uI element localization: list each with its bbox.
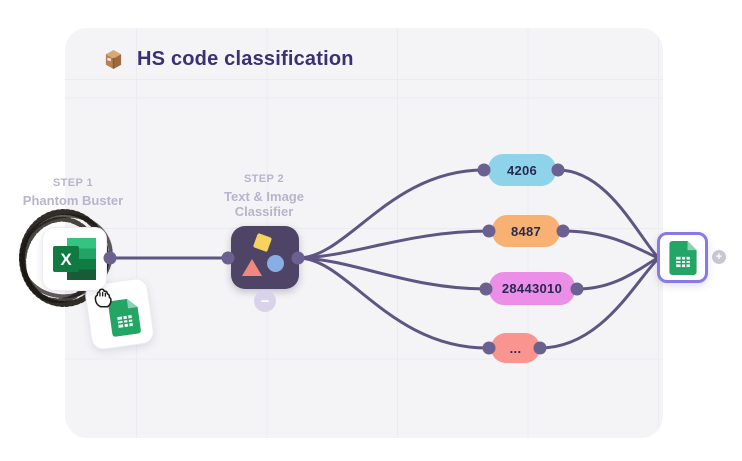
output-pill[interactable]: 8487 <box>492 215 560 247</box>
step1-name: Phantom Buster <box>22 193 124 208</box>
excel-letter: X <box>60 250 72 269</box>
collapse-button[interactable]: − <box>254 290 276 312</box>
add-node-button[interactable]: + <box>712 250 726 264</box>
sheets-icon <box>107 298 141 337</box>
output-pill[interactable]: ... <box>491 333 540 363</box>
step1-label: STEP 1 Phantom Buster <box>3 177 143 208</box>
node-sheets-dragging[interactable] <box>83 276 156 352</box>
square-shape-icon <box>252 232 273 253</box>
package-icon <box>105 49 122 70</box>
node-excel-source[interactable]: X <box>42 227 107 291</box>
step2-number: STEP 2 <box>243 173 285 185</box>
excel-icon: X <box>52 238 96 280</box>
node-sheets-output[interactable] <box>657 232 708 283</box>
triangle-shape-icon <box>242 259 262 276</box>
step1-number: STEP 1 <box>52 177 94 189</box>
circle-shape-icon <box>267 255 284 272</box>
sheets-icon <box>668 240 697 275</box>
step2-name: Text & Image Classifier <box>224 189 304 219</box>
page-title: HS code classification <box>137 48 354 70</box>
node-classifier[interactable] <box>231 226 299 289</box>
output-pill[interactable]: 4206 <box>488 154 556 186</box>
output-pill[interactable]: 28443010 <box>489 272 575 305</box>
board-panel[interactable] <box>65 28 663 438</box>
step2-label: STEP 2 Text & Image Classifier <box>194 173 334 219</box>
grab-hand-cursor-icon <box>94 288 112 308</box>
